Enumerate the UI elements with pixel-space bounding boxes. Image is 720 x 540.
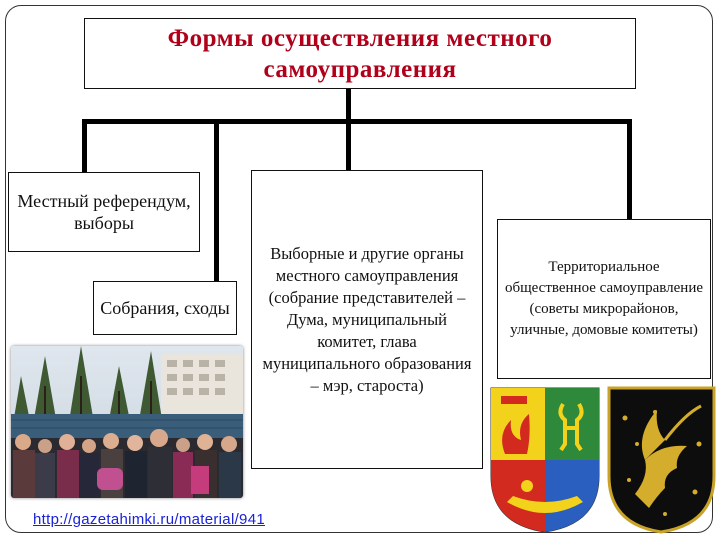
connector-horizontal (82, 119, 632, 124)
node-assemblies: Собрания, сходы (93, 281, 237, 335)
coat-of-arms-black-gold-bird (605, 384, 718, 534)
people-gathering-photo (11, 346, 243, 498)
node-referendum: Местный референдум, выборы (8, 172, 200, 252)
node-assemblies-text: Собрания, сходы (100, 298, 230, 318)
connector-to-territorial (627, 119, 632, 219)
node-elected-bodies: Выборные и другие органы местного самоуп… (251, 170, 483, 469)
node-referendum-text: Местный референдум, выборы (17, 191, 191, 233)
node-territorial: Территориальное общественное самоуправле… (497, 219, 711, 379)
connector-to-referendum (82, 119, 87, 172)
node-territorial-text: Территориальное общественное самоуправле… (504, 259, 704, 338)
node-elected-bodies-text: Выборные и другие органы местного самоуп… (262, 243, 472, 395)
connector-to-assemblies (214, 119, 219, 281)
coat-of-arms-quartered (487, 384, 603, 534)
source-link[interactable]: http://gazetahimki.ru/material/941 (33, 511, 265, 528)
diagram-title-text: Формы осуществления местного самоуправле… (167, 24, 553, 83)
connector-to-elected-bodies (346, 119, 351, 170)
connector-trunk (346, 89, 351, 121)
diagram-title: Формы осуществления местного самоуправле… (84, 18, 636, 89)
